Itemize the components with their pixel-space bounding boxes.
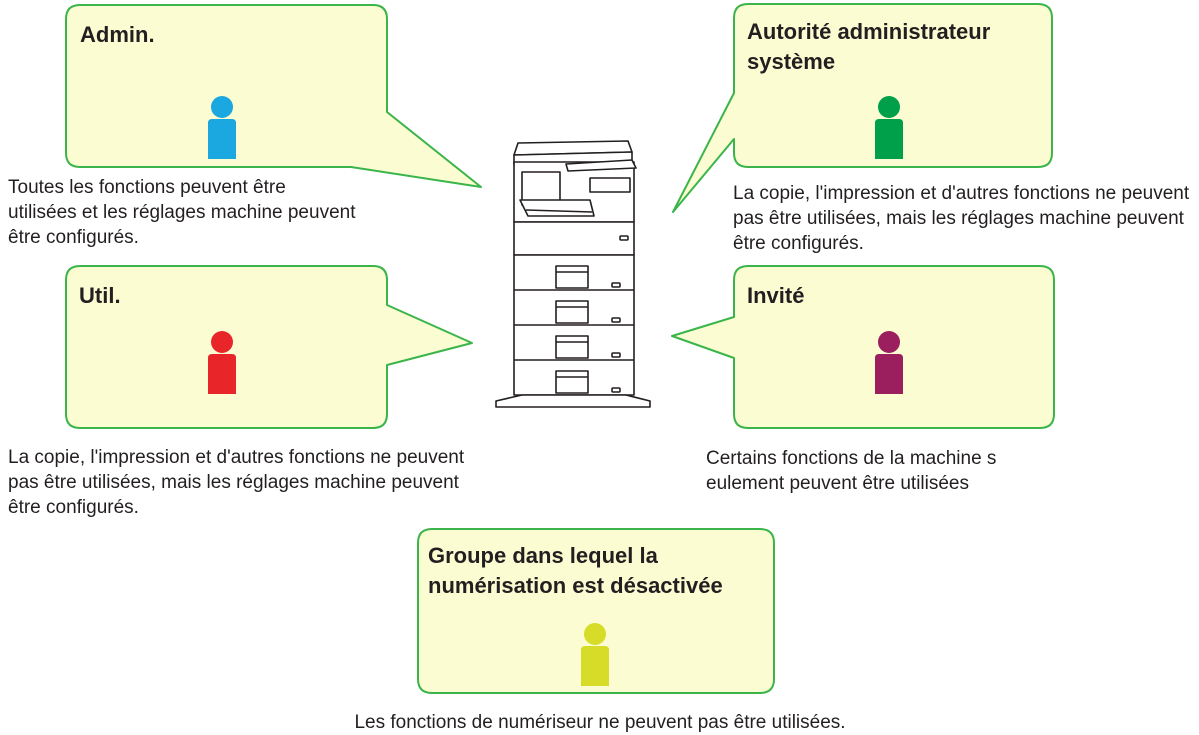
person-icon-scan-disabled (581, 623, 609, 686)
bubble-admin (65, 4, 482, 188)
scan-disabled-title: Groupe dans lequel la numérisation est d… (428, 543, 723, 598)
sysadmin-title: Autorité administrateur système (747, 19, 991, 74)
person-icon-user (208, 331, 236, 394)
bubble-user (65, 265, 473, 429)
bubble-sysadmin (672, 3, 1053, 213)
user-description: La copie, l'impression et d'autres fonct… (8, 447, 465, 518)
sysadmin-description: La copie, l'impression et d'autres fonct… (733, 183, 1190, 254)
bubble-scan-disabled (417, 528, 775, 694)
scan-disabled-description: Les fonctions de numériseur ne peuvent p… (354, 712, 846, 733)
admin-description: Toutes les fonctions peuvent être utilis… (8, 177, 356, 248)
admin-title: Admin. (80, 22, 155, 47)
printer-icon (495, 140, 651, 408)
bubble-guest (671, 265, 1055, 429)
guest-description: Certains fonctions de la machine s eulem… (706, 448, 997, 494)
person-icon-admin (208, 96, 236, 159)
guest-title: Invité (747, 283, 805, 308)
person-icon-guest (875, 331, 903, 394)
person-icon-sysadmin (875, 96, 903, 159)
user-title: Util. (79, 283, 121, 308)
